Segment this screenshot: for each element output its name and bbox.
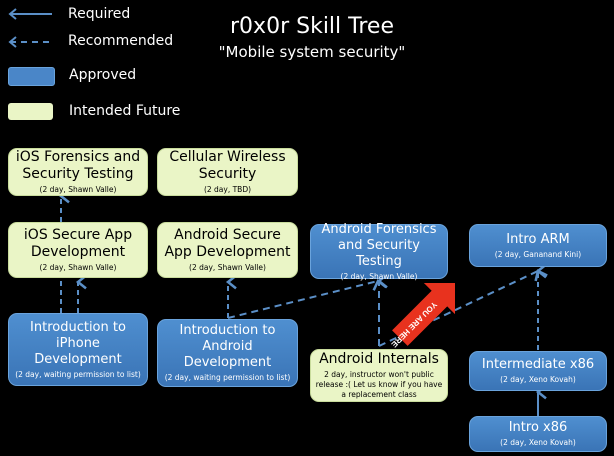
page-title: r0x0r Skill Tree xyxy=(230,14,394,39)
node-ios-secure-app[interactable]: iOS Secure App Development (2 day, Shawn… xyxy=(8,222,148,278)
node-subtitle: (2 day, Shawn Valle) xyxy=(39,185,117,194)
edge-android-to-android-forensics xyxy=(227,279,387,319)
node-intro-iphone[interactable]: Introduction to iPhone Development (2 da… xyxy=(8,313,148,386)
node-title: iOS Forensics and Security Testing xyxy=(15,149,141,182)
future-swatch xyxy=(8,103,53,120)
node-title: iOS Secure App Development xyxy=(23,227,133,260)
node-subtitle: (2 day, Xeno Kovah) xyxy=(500,375,576,384)
node-subtitle: (2 day, Shawn Valle) xyxy=(340,271,418,281)
node-title: Android Secure App Development xyxy=(164,227,291,260)
node-cellular-wireless[interactable]: Cellular Wireless Security (2 day, TBD) xyxy=(157,148,298,196)
node-title: Android Internals xyxy=(319,351,439,367)
node-intro-x86[interactable]: Intro x86 (2 day, Xeno Kovah) xyxy=(469,416,607,452)
node-subtitle: (2 day, TBD) xyxy=(203,185,252,194)
node-subtitle: (2 day, Xeno Kovah) xyxy=(500,438,576,447)
page-subtitle: "Mobile system security" xyxy=(218,43,406,61)
node-title: Introduction to Android Development xyxy=(179,323,276,370)
legend-arrows xyxy=(8,8,52,48)
node-subtitle: (2 day, Gananand Kini) xyxy=(494,249,582,259)
node-intro-android[interactable]: Introduction to Android Development (2 d… xyxy=(157,319,298,387)
node-subtitle: (2 day, Shawn Valle) xyxy=(189,263,266,272)
node-subtitle: (2 day, waiting permission to list) xyxy=(15,369,141,379)
edge-internals-to-intro-arm xyxy=(378,269,548,347)
node-subtitle: 2 day, instructor won't public release :… xyxy=(315,370,443,399)
node-intro-arm[interactable]: Intro ARM (2 day, Gananand Kini) xyxy=(469,224,607,267)
node-title: Intro x86 xyxy=(508,420,568,435)
node-ios-forensics[interactable]: iOS Forensics and Security Testing (2 da… xyxy=(8,148,148,196)
approved-swatch xyxy=(8,67,55,86)
node-subtitle: (2 day, Shawn Valle) xyxy=(39,263,117,272)
node-android-forensics[interactable]: Android Forensics and Security Testing (… xyxy=(310,221,448,281)
node-title: Introduction to iPhone Development xyxy=(30,319,126,367)
legend-approved-label: Approved xyxy=(69,67,137,83)
recommended-arrow-icon xyxy=(8,36,52,48)
node-android-internals[interactable]: Android Internals 2 day, instructor won'… xyxy=(310,349,448,402)
node-title: Intro ARM xyxy=(506,231,570,247)
node-title: Android Forensics and Security Testing xyxy=(321,221,437,269)
node-android-secure-app[interactable]: Android Secure App Development (2 day, S… xyxy=(157,222,298,278)
node-subtitle: (2 day, waiting permission to list) xyxy=(164,373,291,382)
legend-required-label: Required xyxy=(68,6,131,22)
legend-future-label: Intended Future xyxy=(69,103,181,119)
required-arrow-icon xyxy=(8,8,52,20)
node-title: Intermediate x86 xyxy=(481,357,595,372)
legend-recommended-label: Recommended xyxy=(68,33,174,49)
node-title: Cellular Wireless Security xyxy=(169,149,286,182)
node-intermediate-x86[interactable]: Intermediate x86 (2 day, Xeno Kovah) xyxy=(469,351,607,391)
